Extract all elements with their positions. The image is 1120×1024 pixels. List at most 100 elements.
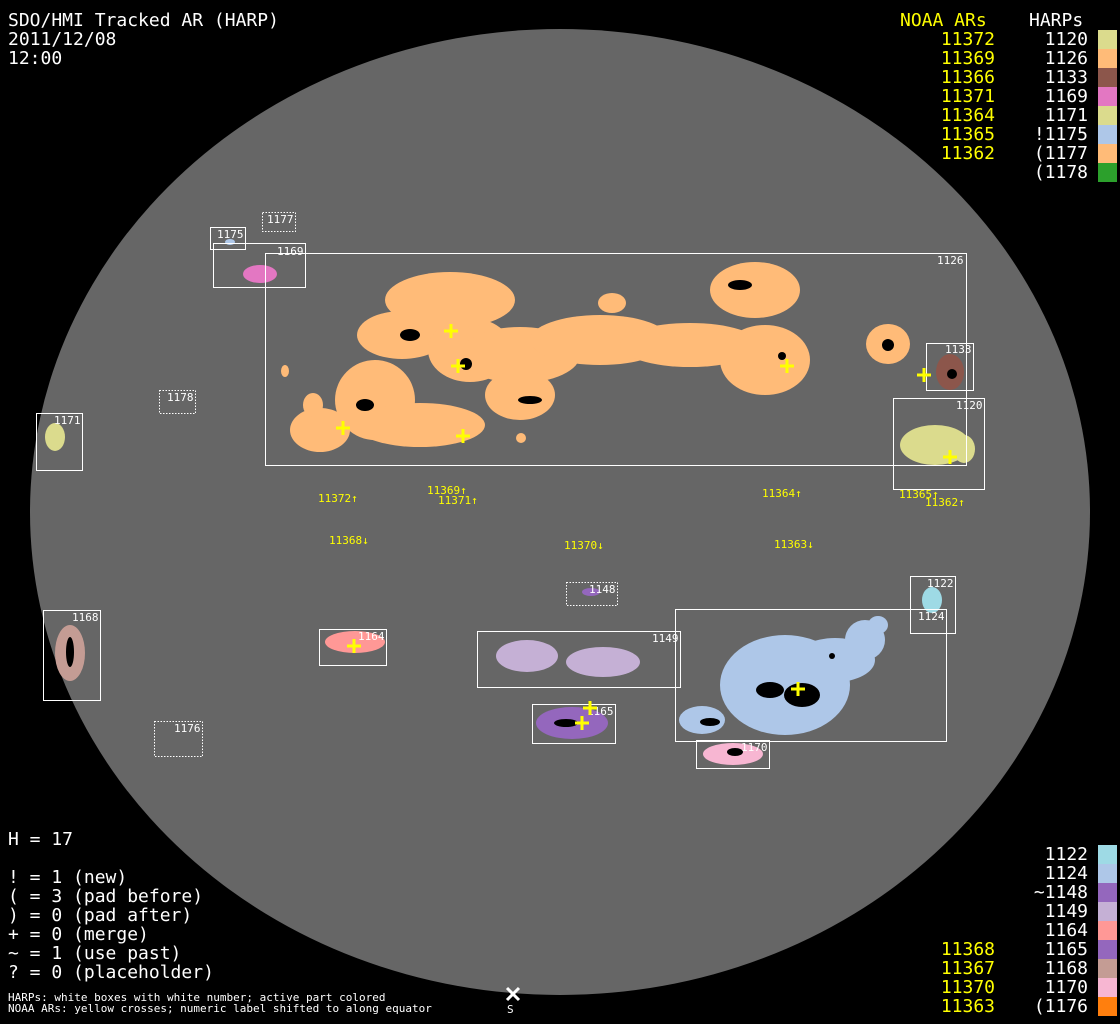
legend-row: 11365 !1175 [0, 125, 1120, 144]
noaa-label-11365: 11365↑ [899, 488, 939, 501]
solar-disk [30, 29, 1090, 995]
noaa-label-11369: 11369↑ [427, 484, 467, 497]
legend-color-swatch [1098, 163, 1117, 182]
legend-noaa-number: 11367 [940, 958, 995, 979]
legend-noaa-number: 11362 [940, 143, 995, 164]
harp-box-1126[interactable] [265, 253, 967, 466]
footer-harp-note: HARPs: white boxes with white number; ac… [8, 991, 386, 1004]
harp-box-1165[interactable] [532, 704, 616, 744]
legend-noaa-number: 11371 [940, 86, 995, 107]
legend-noaa-number: 11365 [940, 124, 995, 145]
harp-label-1176: 1176 [174, 722, 201, 735]
region-1126 [281, 262, 910, 452]
noaa-cross [456, 429, 470, 443]
legend-harp-number: 1164 [1044, 920, 1088, 941]
legend-harp-number: 1169 [1044, 86, 1088, 107]
legend-harp-number: 1170 [1044, 977, 1088, 998]
noaa-cross [575, 716, 589, 730]
noaa-cross [583, 701, 597, 715]
legend-row: (1178 [0, 163, 1120, 182]
harp-label-1170: 1170 [741, 741, 768, 754]
legend-row: 1164 [0, 921, 1120, 940]
noaa-cross [780, 359, 794, 373]
harp-box-1177[interactable] [262, 212, 296, 232]
legend-color-swatch [1098, 68, 1117, 87]
noaa-cross [336, 421, 350, 435]
region-1148 [582, 588, 600, 596]
harp-label-1171: 1171 [54, 414, 81, 427]
legend-harp-number: (1178 [1033, 162, 1088, 183]
legend-row: 11371 1169 [0, 87, 1120, 106]
legend-row: 11362(1177 [0, 144, 1120, 163]
legend-harp-number: 1120 [1044, 29, 1088, 50]
legend-harp-number: 1124 [1044, 863, 1088, 884]
noaa-cross [444, 324, 458, 338]
legend-harp-number: 1165 [1044, 939, 1088, 960]
region-1122 [922, 587, 942, 613]
noaa-heading: NOAA ARs [900, 10, 987, 31]
noaa-label-11370: 11370↓ [564, 539, 604, 552]
flag-stat-line: ! = 1 (new) [8, 867, 128, 888]
legend-color-swatch [1098, 921, 1117, 940]
legend-row: ~1148 [0, 883, 1120, 902]
harp-box-1178[interactable] [159, 390, 196, 414]
harp-box-1133[interactable] [926, 343, 974, 391]
harp-label-1126: 1126 [937, 254, 964, 267]
harp-box-labels: 1175 1177 1169 1126 1178 1171 1133 1120 … [54, 213, 983, 754]
harp-box-1149[interactable] [477, 631, 681, 688]
flag-stat-line: + = 0 (merge) [8, 924, 149, 945]
harp-box-1164[interactable] [319, 629, 387, 666]
harp-label-1133: 1133 [945, 343, 972, 356]
harp-box-1120[interactable] [893, 398, 985, 490]
harp-box-1175[interactable] [210, 227, 246, 250]
harp-box-1169[interactable] [213, 243, 306, 288]
harp-label-1122: 1122 [927, 577, 954, 590]
harp-label-1177: 1177 [267, 213, 294, 226]
noaa-labels: 11372↑ 11369↑ 11371↑ 11368↓ 11370↓ 11364… [318, 484, 965, 552]
harp-box-1122[interactable] [910, 576, 956, 634]
harp-box-1176[interactable] [154, 721, 203, 757]
region-1149b [566, 647, 640, 677]
harp-label-1169: 1169 [277, 245, 304, 258]
legend-harp-number: 1149 [1044, 901, 1088, 922]
harp-box-1148[interactable] [566, 582, 618, 606]
region-1171 [45, 423, 65, 451]
footer-noaa-note: NOAA ARs: yellow crosses; numeric label … [8, 1002, 432, 1015]
legend-noaa-number: 11368 [940, 939, 995, 960]
south-pole-marker-icon [505, 986, 521, 1002]
legend-color-swatch [1098, 49, 1117, 68]
noaa-label-11368: 11368↓ [329, 534, 369, 547]
noaa-cross [917, 368, 931, 382]
legend-harp-number: !1175 [1033, 124, 1088, 145]
region-1169 [243, 265, 277, 283]
harp-box-1168[interactable] [43, 610, 101, 701]
harp-label-1164: 1164 [358, 630, 385, 643]
plot-date: 2011/12/08 [8, 29, 117, 50]
harp-box-1170[interactable] [696, 740, 770, 769]
harp-boxes [36, 212, 985, 769]
harp-label-1175: 1175 [217, 228, 244, 241]
legend-row: 1122 [0, 845, 1120, 864]
noaa-cross [943, 450, 957, 464]
legend-color-swatch [1098, 125, 1117, 144]
harp-box-1171[interactable] [36, 413, 83, 471]
legend-harp-number: 1126 [1044, 48, 1088, 69]
region-1120b [953, 435, 975, 463]
flag-stat-line: ? = 0 (placeholder) [8, 962, 214, 983]
legend-color-swatch [1098, 902, 1117, 921]
harp-heading: HARPs [1029, 10, 1084, 31]
harp-box-1124[interactable] [675, 609, 947, 742]
legend-row: 11363(1176 [0, 997, 1120, 1016]
legend-harp-number: ~1148 [1033, 882, 1088, 903]
legend-noaa-number: 11366 [940, 67, 995, 88]
sunspots [66, 280, 957, 756]
legend-color-swatch [1098, 959, 1117, 978]
noaa-label-11363: 11363↓ [774, 538, 814, 551]
